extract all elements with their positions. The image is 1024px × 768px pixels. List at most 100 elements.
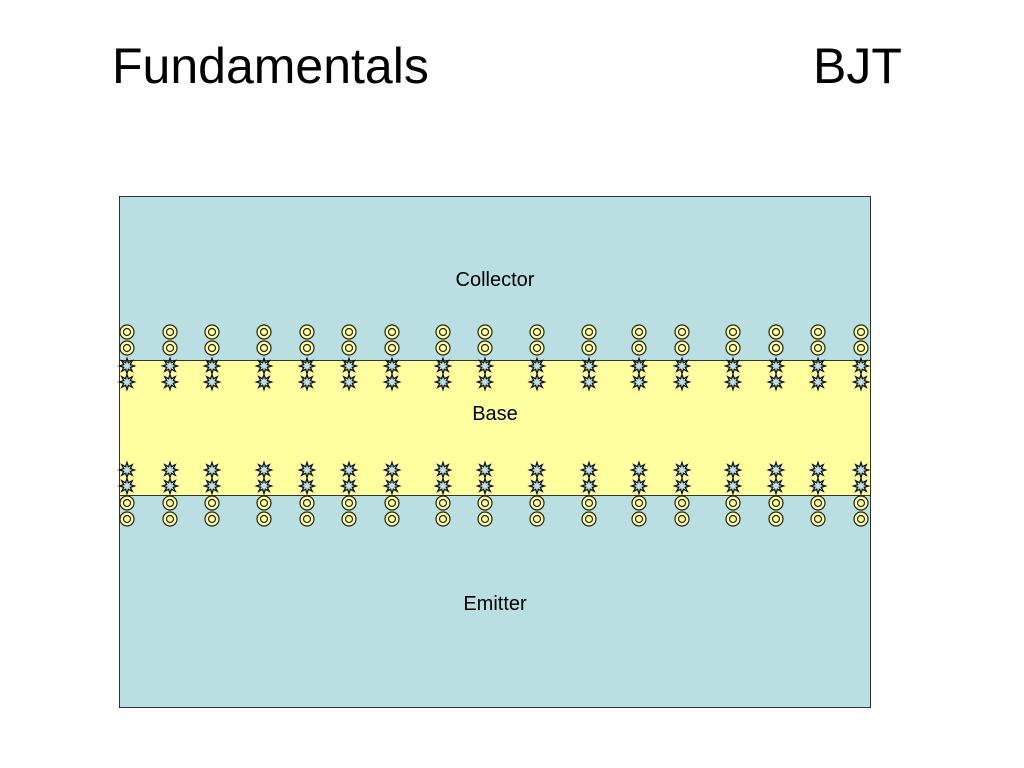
hole-icon xyxy=(629,356,649,376)
hole-icon xyxy=(629,460,649,480)
electron-icon xyxy=(674,340,690,356)
electron-icon xyxy=(341,340,357,356)
hole-icon xyxy=(475,460,495,480)
electron-icon xyxy=(768,511,784,527)
electron-icon xyxy=(256,495,272,511)
electron-icon xyxy=(581,324,597,340)
electron-icon xyxy=(119,340,135,356)
electron-icon xyxy=(810,495,826,511)
hole-icon xyxy=(851,476,871,496)
hole-icon xyxy=(527,476,547,496)
electron-icon xyxy=(477,324,493,340)
hole-icon xyxy=(723,476,743,496)
electron-icon xyxy=(631,324,647,340)
electron-icon xyxy=(341,511,357,527)
hole-icon xyxy=(766,460,786,480)
hole-icon xyxy=(527,356,547,376)
hole-icon xyxy=(629,476,649,496)
hole-icon xyxy=(254,356,274,376)
electron-icon xyxy=(853,495,869,511)
hole-icon xyxy=(433,460,453,480)
electron-icon xyxy=(768,495,784,511)
hole-icon xyxy=(202,372,222,392)
hole-icon xyxy=(672,372,692,392)
electron-icon xyxy=(119,495,135,511)
hole-icon xyxy=(851,356,871,376)
hole-icon xyxy=(202,476,222,496)
electron-icon xyxy=(725,340,741,356)
hole-icon xyxy=(808,476,828,496)
electron-icon xyxy=(341,324,357,340)
electron-icon xyxy=(204,511,220,527)
electron-icon xyxy=(119,511,135,527)
hole-icon xyxy=(202,356,222,376)
electron-icon xyxy=(853,511,869,527)
hole-icon xyxy=(117,460,137,480)
electron-icon xyxy=(435,495,451,511)
electron-icon xyxy=(631,495,647,511)
hole-icon xyxy=(160,356,180,376)
hole-icon xyxy=(339,356,359,376)
emitter-label: Emitter xyxy=(463,593,527,615)
slide-title: Fundamentals xyxy=(112,38,429,94)
electron-icon xyxy=(384,340,400,356)
slide-subtitle: BJT xyxy=(813,38,902,94)
hole-icon xyxy=(808,372,828,392)
hole-icon xyxy=(629,372,649,392)
hole-icon xyxy=(202,460,222,480)
hole-icon xyxy=(723,460,743,480)
electron-icon xyxy=(119,324,135,340)
hole-icon xyxy=(527,460,547,480)
electron-icon xyxy=(384,511,400,527)
electron-icon xyxy=(581,340,597,356)
hole-icon xyxy=(160,372,180,392)
electron-icon xyxy=(631,511,647,527)
base-label: Base xyxy=(472,403,518,425)
hole-icon xyxy=(254,460,274,480)
collector-region xyxy=(119,196,871,361)
electron-icon xyxy=(631,340,647,356)
electron-icon xyxy=(853,324,869,340)
electron-icon xyxy=(529,495,545,511)
electron-icon xyxy=(725,511,741,527)
collector-label: Collector xyxy=(456,269,535,291)
electron-icon xyxy=(162,324,178,340)
hole-icon xyxy=(297,460,317,480)
hole-icon xyxy=(160,476,180,496)
hole-icon xyxy=(339,476,359,496)
electron-icon xyxy=(299,511,315,527)
electron-icon xyxy=(529,340,545,356)
hole-icon xyxy=(672,476,692,496)
hole-icon xyxy=(433,356,453,376)
hole-icon xyxy=(160,460,180,480)
electron-icon xyxy=(725,495,741,511)
base-region xyxy=(119,360,871,496)
electron-icon xyxy=(674,324,690,340)
electron-icon xyxy=(341,495,357,511)
hole-icon xyxy=(117,372,137,392)
hole-icon xyxy=(723,356,743,376)
hole-icon xyxy=(117,356,137,376)
electron-icon xyxy=(299,340,315,356)
hole-icon xyxy=(808,356,828,376)
hole-icon xyxy=(475,356,495,376)
hole-icon xyxy=(475,372,495,392)
electron-icon xyxy=(529,511,545,527)
emitter-region xyxy=(119,495,871,708)
hole-icon xyxy=(851,460,871,480)
hole-icon xyxy=(254,476,274,496)
electron-icon xyxy=(810,340,826,356)
hole-icon xyxy=(297,476,317,496)
electron-icon xyxy=(384,495,400,511)
hole-icon xyxy=(297,372,317,392)
hole-icon xyxy=(339,372,359,392)
hole-icon xyxy=(766,372,786,392)
electron-icon xyxy=(299,495,315,511)
hole-icon xyxy=(254,372,274,392)
hole-icon xyxy=(297,356,317,376)
electron-icon xyxy=(725,324,741,340)
hole-icon xyxy=(766,476,786,496)
electron-icon xyxy=(384,324,400,340)
